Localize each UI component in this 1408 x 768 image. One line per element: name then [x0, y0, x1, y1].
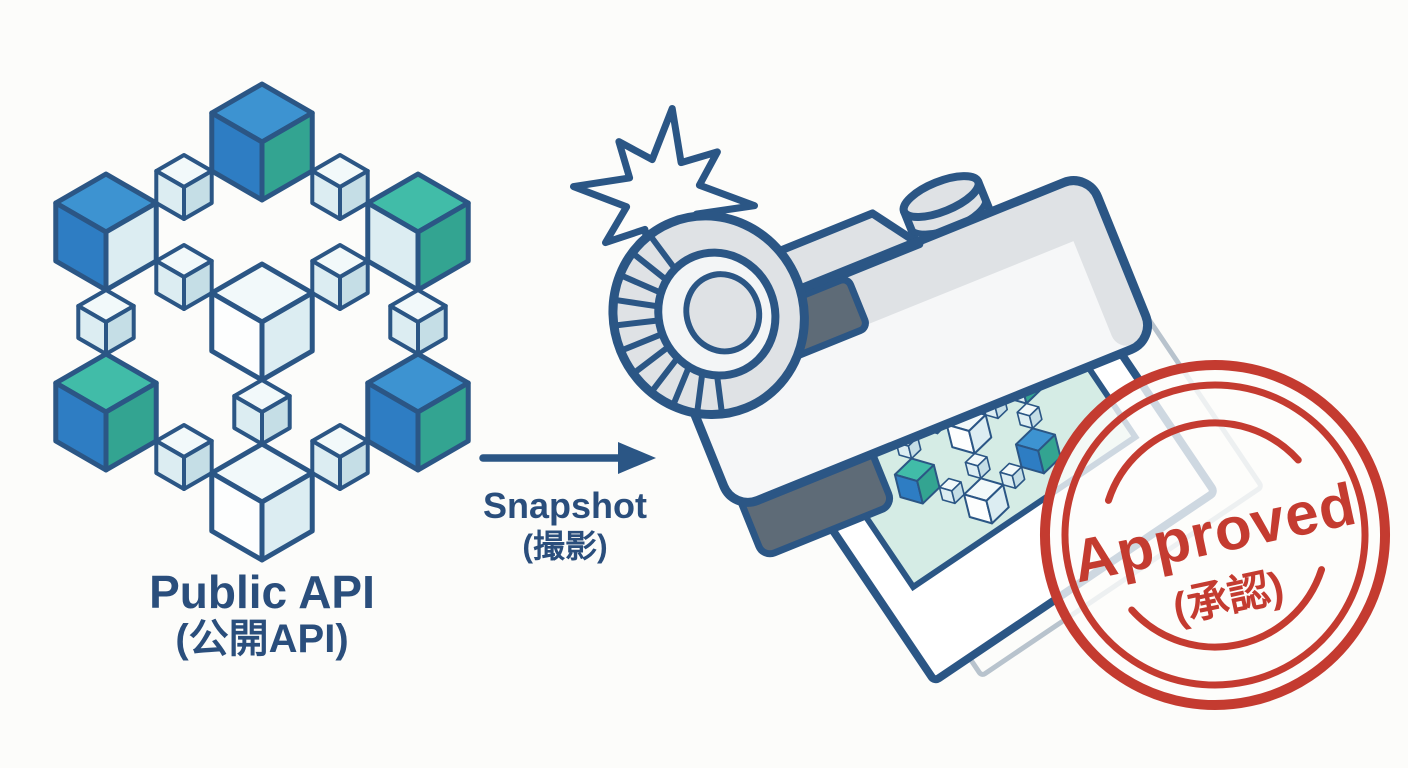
public-api-subtitle: (公開API): [175, 617, 348, 661]
camera-lens: [608, 211, 809, 420]
stamp-inner-arc-bottom: [1128, 566, 1326, 651]
camera-side-band: [1058, 182, 1146, 346]
instant-camera-icon: [608, 172, 1153, 558]
public-api-title: Public API: [149, 566, 375, 618]
snapshot-sublabel: (撮影): [522, 528, 607, 564]
camera-body: [673, 180, 1148, 503]
lens-inner-ring: [683, 271, 763, 355]
arrow-head: [618, 442, 656, 474]
camera-body-outline: [669, 176, 1153, 507]
stamp-ink-wash: [1049, 369, 1381, 701]
stamp-inner-arc-top: [1104, 419, 1302, 504]
lens-ribs: [610, 231, 726, 418]
snapshot-label: Snapshot: [483, 485, 647, 526]
flow-arrow: [479, 442, 656, 474]
stamp-outer-ring: [1040, 360, 1390, 710]
stamp-second-ring: [1061, 381, 1369, 689]
approval-stamp: Approved (承認): [1040, 360, 1390, 710]
shutter-button-top: [899, 172, 983, 221]
